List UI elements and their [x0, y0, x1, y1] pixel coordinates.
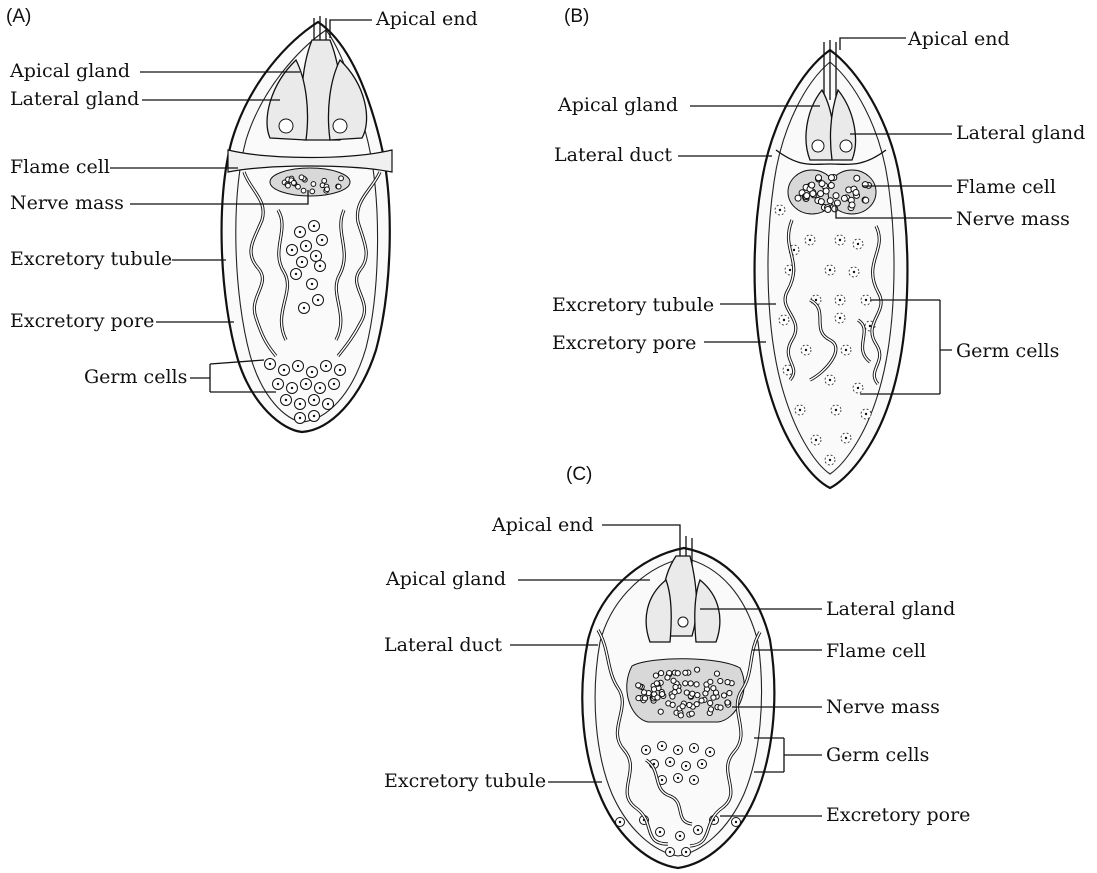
label-apical-end-a: Apical end [376, 8, 478, 30]
label-germ-cells-c: Germ cells [826, 744, 929, 766]
label-germ-cells-b: Germ cells [956, 340, 1059, 362]
label-flame-cell-b: Flame cell [956, 176, 1056, 198]
label-apical-gland-c: Apical gland [386, 568, 506, 590]
panel-tag-c: (C) [566, 464, 592, 486]
label-flame-cell-c: Flame cell [826, 640, 926, 662]
label-apical-gland-a: Apical gland [10, 60, 130, 82]
label-lateral-gland-a: Lateral gland [10, 88, 139, 110]
label-apical-end-c: Apical end [492, 514, 594, 536]
label-nerve-mass-a: Nerve mass [10, 192, 124, 214]
label-lateral-duct-c: Lateral duct [384, 634, 502, 656]
label-excretory-pore-c: Excretory pore [826, 804, 970, 826]
panel-b: (B) Apical end Apical gland Lateral glan… [540, 0, 1097, 500]
label-germ-cells-a: Germ cells [84, 366, 187, 388]
panel-c: (C) Apical end Apical gland Lateral glan… [380, 460, 980, 873]
panel-tag-a: (A) [6, 6, 31, 28]
label-excretory-tubule-c: Excretory tubule [384, 770, 546, 792]
label-excretory-pore-b: Excretory pore [552, 332, 696, 354]
panel-a: (A) Apical end Apical gland Lateral glan… [0, 0, 500, 450]
label-flame-cell-a: Flame cell [10, 156, 110, 178]
label-lateral-gland-b: Lateral gland [956, 122, 1085, 144]
label-nerve-mass-b: Nerve mass [956, 208, 1070, 230]
label-nerve-mass-c: Nerve mass [826, 696, 940, 718]
panel-tag-b: (B) [564, 6, 589, 28]
label-apical-gland-b: Apical gland [558, 94, 678, 116]
label-excretory-pore-a: Excretory pore [10, 310, 154, 332]
larva-b-drawing [540, 0, 1097, 500]
label-excretory-tubule-b: Excretory tubule [552, 294, 714, 316]
label-excretory-tubule-a: Excretory tubule [10, 248, 172, 270]
label-lateral-gland-c: Lateral gland [826, 598, 955, 620]
label-apical-end-b: Apical end [908, 28, 1010, 50]
label-lateral-duct-b: Lateral duct [554, 144, 672, 166]
